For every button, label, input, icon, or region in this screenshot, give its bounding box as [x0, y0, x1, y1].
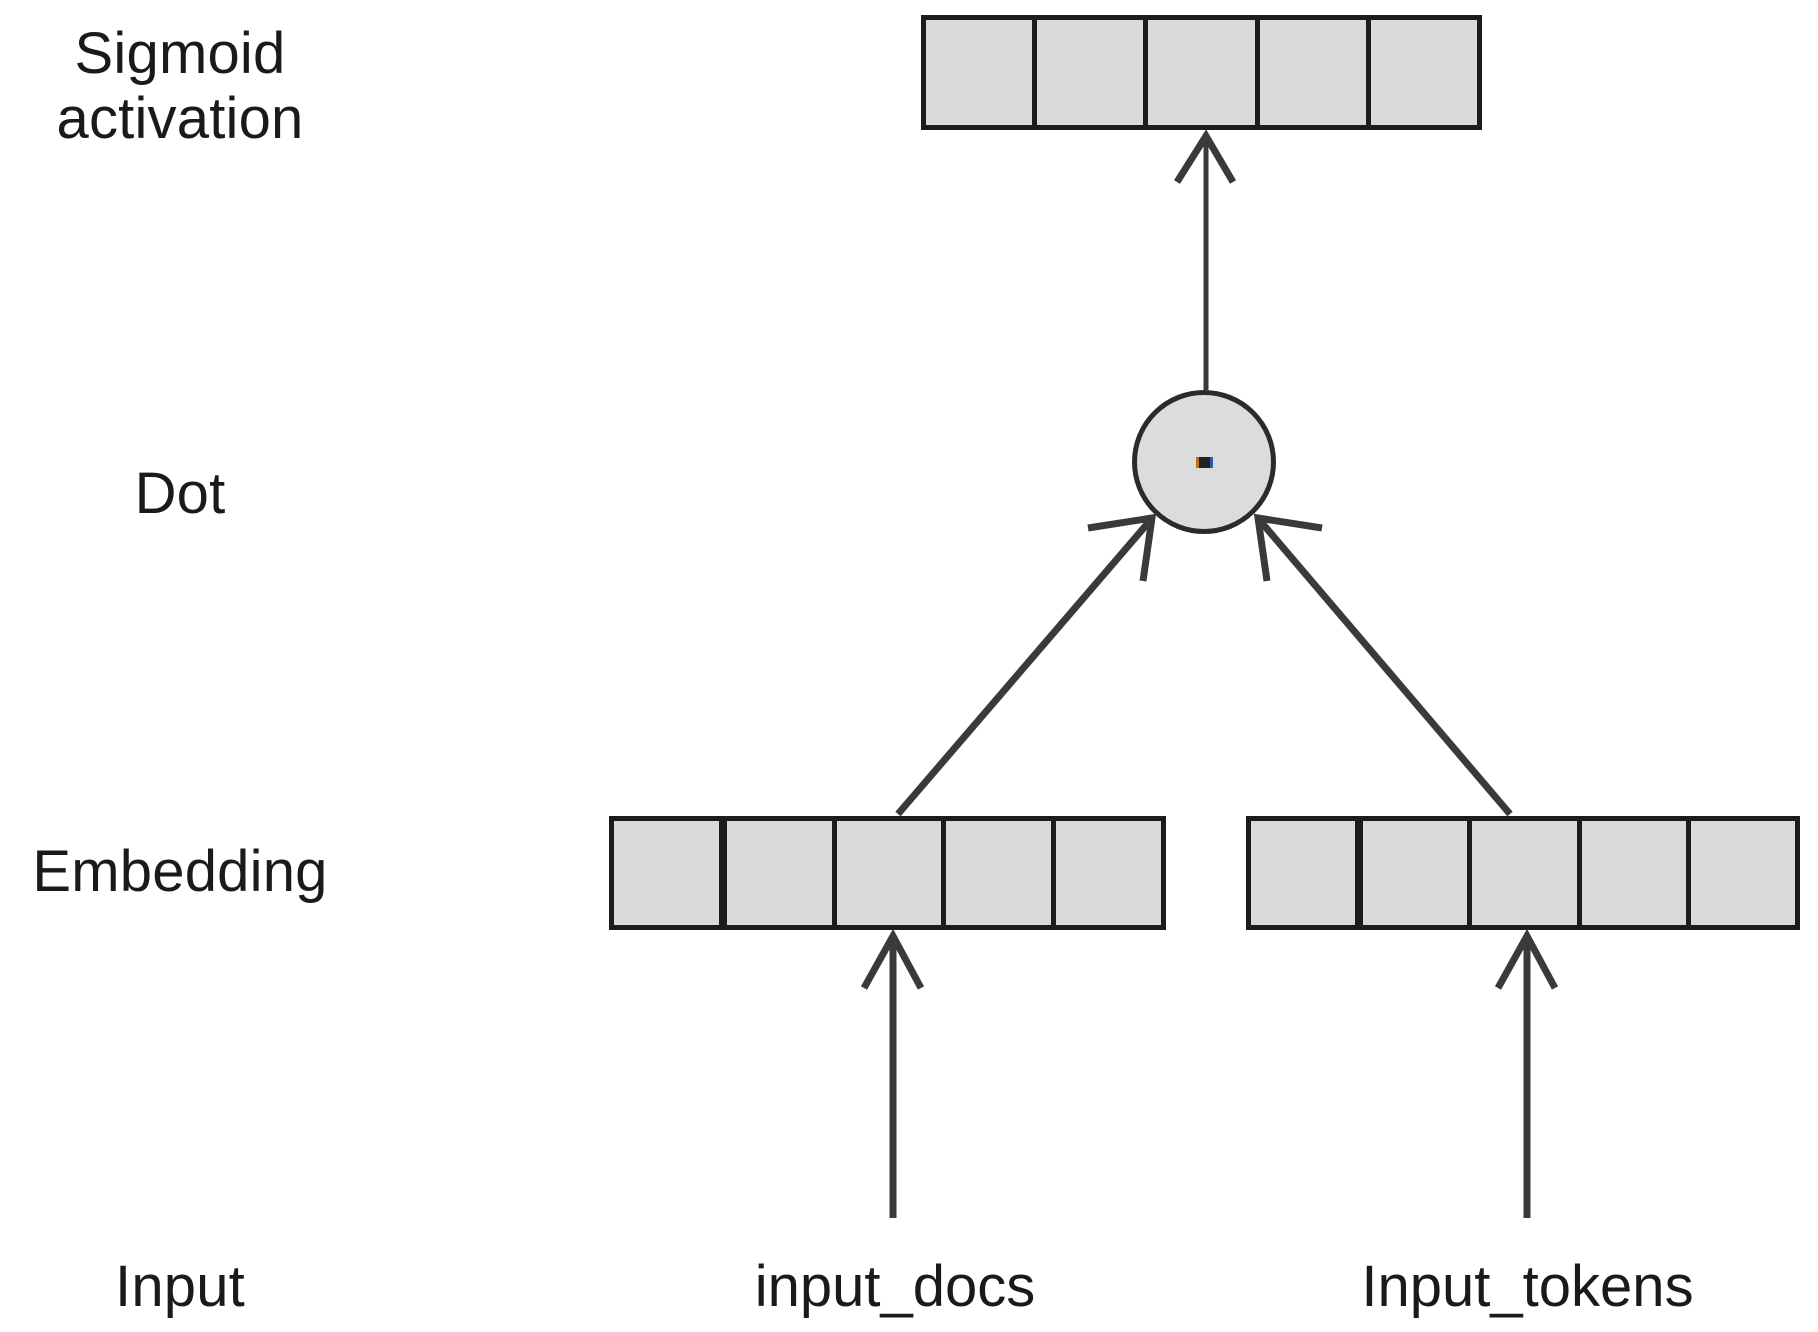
dot-product-node [1132, 390, 1276, 534]
vector-cell [926, 20, 1033, 125]
edge-input-docs-to-embedding [860, 928, 925, 1218]
edge-input-tokens-to-embedding [1494, 928, 1559, 1218]
input-label-docs: input_docs [754, 1254, 1036, 1319]
vector-cell [614, 821, 719, 925]
stage-label-embedding: Embedding [32, 839, 328, 904]
embedding-vector-docs [609, 816, 1166, 930]
stage-label-sigmoid-activation: Sigmoid activation [56, 21, 304, 151]
edge-embedding-tokens-to-dot [1253, 513, 1513, 817]
vector-cell [1051, 821, 1161, 925]
vector-cell [1032, 20, 1144, 125]
edge-dot-to-sigmoid [1174, 129, 1237, 390]
edge-embedding-docs-to-dot [895, 513, 1157, 817]
input-label-tokens: Input_tokens [1361, 1254, 1694, 1319]
vector-cell [1251, 821, 1356, 925]
embedding-vector-tokens [1246, 816, 1800, 930]
vector-cell [1355, 821, 1468, 925]
stage-label-dot: Dot [134, 461, 226, 526]
vector-cell [941, 821, 1052, 925]
vector-cell [1143, 20, 1255, 125]
vector-cell [718, 821, 832, 925]
vector-cell [831, 821, 942, 925]
vector-cell [1685, 821, 1796, 925]
vector-cell [1576, 821, 1686, 925]
dot-icon [1199, 457, 1210, 468]
vector-cell [1365, 20, 1478, 125]
vector-cell [1467, 821, 1577, 925]
vector-cell [1254, 20, 1366, 125]
sigmoid-activation-vector [921, 15, 1482, 130]
stage-label-input: Input [115, 1254, 245, 1319]
